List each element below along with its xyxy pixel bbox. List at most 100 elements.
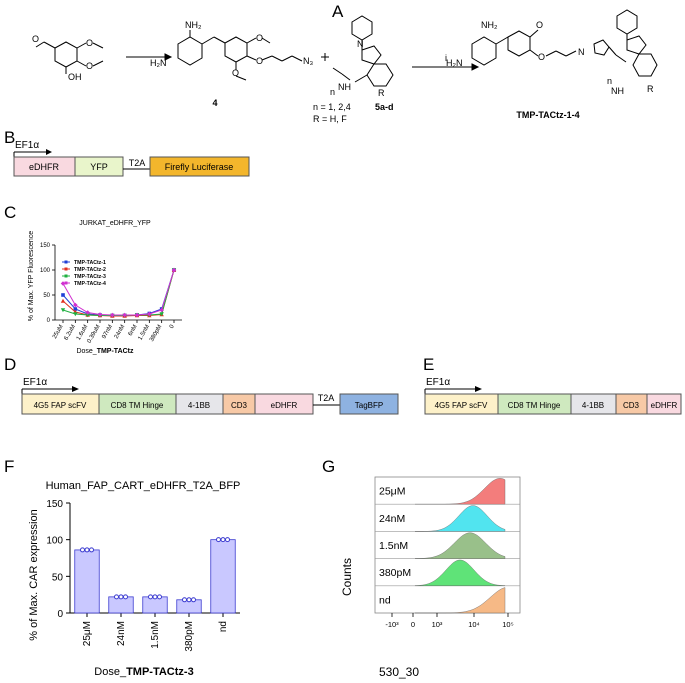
chart-f-x-tick-label: 1.5nM [150,621,161,649]
segment-label-e-4: eDHFR [651,401,678,410]
histogram-x-tick-label: 10³ [432,620,443,629]
segment-yfp-b [74,156,124,177]
triazole-n-label: N [578,47,585,57]
segment-label-d-0: 4G5 FAP scFV [34,401,87,410]
histogram-track [415,505,506,532]
ether-o-label-2: O [256,56,263,66]
synthesis-scheme: O O O OH NH₂ H₂N O O O N₃ N NH n R NH₂ H… [32,9,658,124]
histogram-x-tick-label: 10⁴ [468,620,480,629]
chart-f-point [186,597,192,603]
chart-c-title: JURKAT_eDHFR_YFP [79,220,151,227]
glutarimide-ring-5 [351,15,373,41]
segment-label-d-4: eDHFR [271,401,298,410]
chart-f-x-tick-label: 25μM [82,621,93,646]
chart-f-point [152,594,158,600]
promoter-label-b: EF1α [15,140,39,151]
arrow-i-label: i [445,53,447,63]
compound-4-label: 4 [212,98,217,108]
r-label-5: R [378,88,385,98]
segment-label-e-0: 4G5 FAP scFV [435,401,488,410]
chart-f-point [220,537,226,543]
chart-c-legend-label: TMP-TACtz-1 [74,260,106,266]
aldehyde-ring [54,41,78,68]
chart-c-xlabel: Dose_TMP-TACtz [76,348,134,355]
histogram-x-tick-label: 0 [411,620,415,629]
aryl-ring-4 [224,36,248,63]
chart-c-legend-marker [64,260,68,264]
chart-c-point [171,267,177,273]
chart-c-y-tick-label: 0 [47,318,51,324]
histogram-track-label: nd [379,594,391,606]
segment-label-e-3: CD3 [623,401,640,410]
histogram-track-label: 24nM [379,513,405,525]
chart-c-series-line [62,269,175,316]
ether-o-label-product-1: O [536,20,543,30]
aldehyde-o-label: O [32,34,39,44]
segment-label-d-2: 4-1BB [188,401,210,410]
chart-c-legend-marker [64,267,68,271]
chart-f-point [118,594,124,600]
chart-f-title: Human_FAP_CART_eDHFR_T2A_BFP [46,480,241,492]
chart-f-point [114,594,119,600]
chart-c-point [159,312,164,317]
chart-c-legend-label: TMP-TACtz-4 [74,281,106,287]
chart-f-point [157,594,162,600]
phenyl-ring-5 [366,63,394,87]
chart-c-point [122,312,127,318]
chart-f-point [89,547,94,553]
chart-f-x-tick-label: 24nM [116,621,127,646]
chart-f-point [191,597,196,603]
n-label-5: n [330,87,335,97]
chart-f-point [148,594,153,600]
panel-label-c: C [4,203,17,222]
chart-c-y-tick-label: 100 [40,268,51,274]
r-note: R = H, F [313,114,347,124]
segment-label-b-1: YFP [90,162,108,172]
chart-f-y-tick-label: 50 [52,572,64,583]
chart-c-point [73,312,78,317]
n-note: n = 1, 2,4 [313,102,351,112]
nh-label-5: NH [338,82,351,92]
glutarimide-ring-product [616,9,638,35]
histogram-x-tick-label: -10³ [385,620,399,629]
chart-c-legend-marker [64,281,68,285]
segment-edhfr-e [646,393,682,415]
chart-c-point [147,311,152,317]
chart-c-legend-label: TMP-TACtz-3 [74,274,106,280]
chart-c-point [85,313,90,318]
chart-c-point [73,307,78,311]
chart-f-ylabel: % of Max. CAR expression [28,509,40,640]
r-label-product: R [647,84,654,94]
chart-c-y-tick-label: 150 [40,243,51,249]
chart-c-x-tick-label: 6nM [128,324,139,337]
segment-label-e-2: 4-1BB [582,401,604,410]
chart-f-point [225,537,230,543]
chart-f-x-tick-label: nd [218,621,229,632]
histogram-track [415,587,506,614]
yfp-line-chart: JURKAT_eDHFR_YFP % of Max. YFP Fluoresce… [28,220,182,355]
chart-c-legend-marker [64,274,68,278]
chart-c-ylabel: % of Max. YFP Fluorescence [28,231,35,321]
aryl-ring-product [507,30,531,57]
chart-f-point [84,547,90,553]
isoindolinone-ring-product [626,35,647,55]
segment-label-e-1: CD8 TM Hinge [508,401,561,410]
methoxy-o-label-1: O [86,38,93,48]
phenyl-ring-product [632,53,658,77]
histogram-x-tick-label: 10⁵ [502,620,513,629]
amine-label-top: NH₂ [185,20,202,30]
chart-c-point [61,293,65,297]
histogram-track [414,559,506,587]
chart-f-point [123,594,128,600]
panel-label-a: A [332,2,344,21]
ether-o-label-3: O [232,68,239,78]
ether-o-label-1: O [256,33,263,43]
segment-edhfr-d [254,393,314,415]
chart-f-y-tick-label: 150 [46,499,63,510]
promoter-label-e: EF1α [426,377,450,388]
panel-label-g: G [322,457,336,476]
chart-c-x-tick-label: 380pM [149,324,163,343]
chart-f-y-tick-label: 0 [57,609,63,620]
segment-label-d-1: CD8 TM Hinge [111,401,164,410]
